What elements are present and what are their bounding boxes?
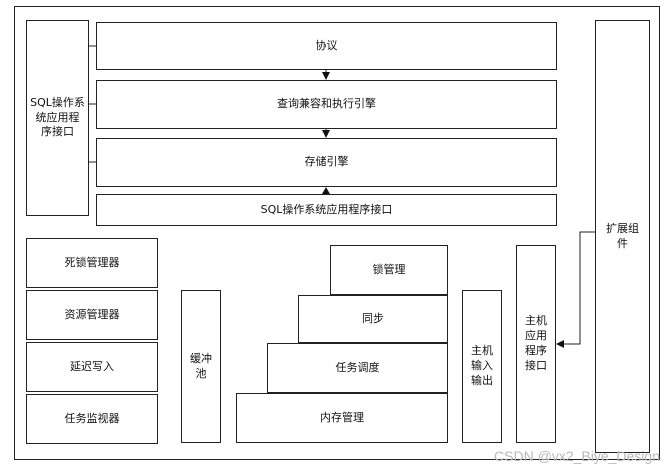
deadlock-manager-label: 死锁管理器	[64, 255, 120, 269]
extension-component-box: 扩展组 件	[595, 20, 650, 453]
storage-engine-label: 存储引擎	[304, 155, 349, 169]
host-io-label: 主机 输入 输出	[471, 344, 493, 387]
memory-management-box: 内存管理	[236, 393, 448, 443]
host-io-box: 主机 输入 输出	[462, 290, 502, 443]
query-engine-label: 查询兼容和执行引擎	[277, 97, 376, 111]
buffer-pool-box: 缓冲 池	[181, 290, 221, 443]
os-api-layer: SQL操作系统应用程序接口	[96, 194, 557, 226]
task-scheduling-box: 任务调度	[267, 343, 448, 393]
host-app-api-label: 主机 应用 程序 接口	[525, 314, 547, 372]
protocol-label: 协议	[315, 38, 338, 52]
task-monitor-label: 任务监视器	[64, 411, 120, 425]
lock-management-label: 锁管理	[372, 262, 406, 276]
memory-management-label: 内存管理	[320, 410, 364, 424]
synchronization-box: 同步	[298, 295, 448, 343]
buffer-pool-label: 缓冲 池	[190, 351, 212, 380]
protocol-layer: 协议	[96, 22, 557, 70]
lazy-writer-label: 延迟写入	[70, 359, 114, 373]
host-app-api-box: 主机 应用 程序 接口	[516, 245, 556, 443]
sql-os-api-side-box: SQL操作系 统应用程 序接口	[26, 20, 89, 216]
storage-engine-layer: 存储引擎	[96, 138, 557, 187]
query-engine-layer: 查询兼容和执行引擎	[96, 80, 557, 129]
task-scheduling-label: 任务调度	[335, 360, 380, 374]
extension-component-label: 扩展组 件	[606, 221, 639, 250]
lazy-writer-box: 延迟写入	[26, 342, 158, 392]
synchronization-label: 同步	[362, 311, 384, 325]
resource-manager-label: 资源管理器	[64, 307, 120, 321]
lock-management-box: 锁管理	[330, 245, 448, 295]
deadlock-manager-box: 死锁管理器	[26, 238, 158, 288]
resource-manager-box: 资源管理器	[26, 290, 158, 340]
sql-os-api-side-label: SQL操作系 统应用程 序接口	[30, 95, 85, 139]
watermark: CSDN @vx2_Biye_Design	[494, 448, 660, 464]
task-monitor-box: 任务监视器	[26, 394, 158, 444]
os-api-label: SQL操作系统应用程序接口	[260, 202, 393, 216]
